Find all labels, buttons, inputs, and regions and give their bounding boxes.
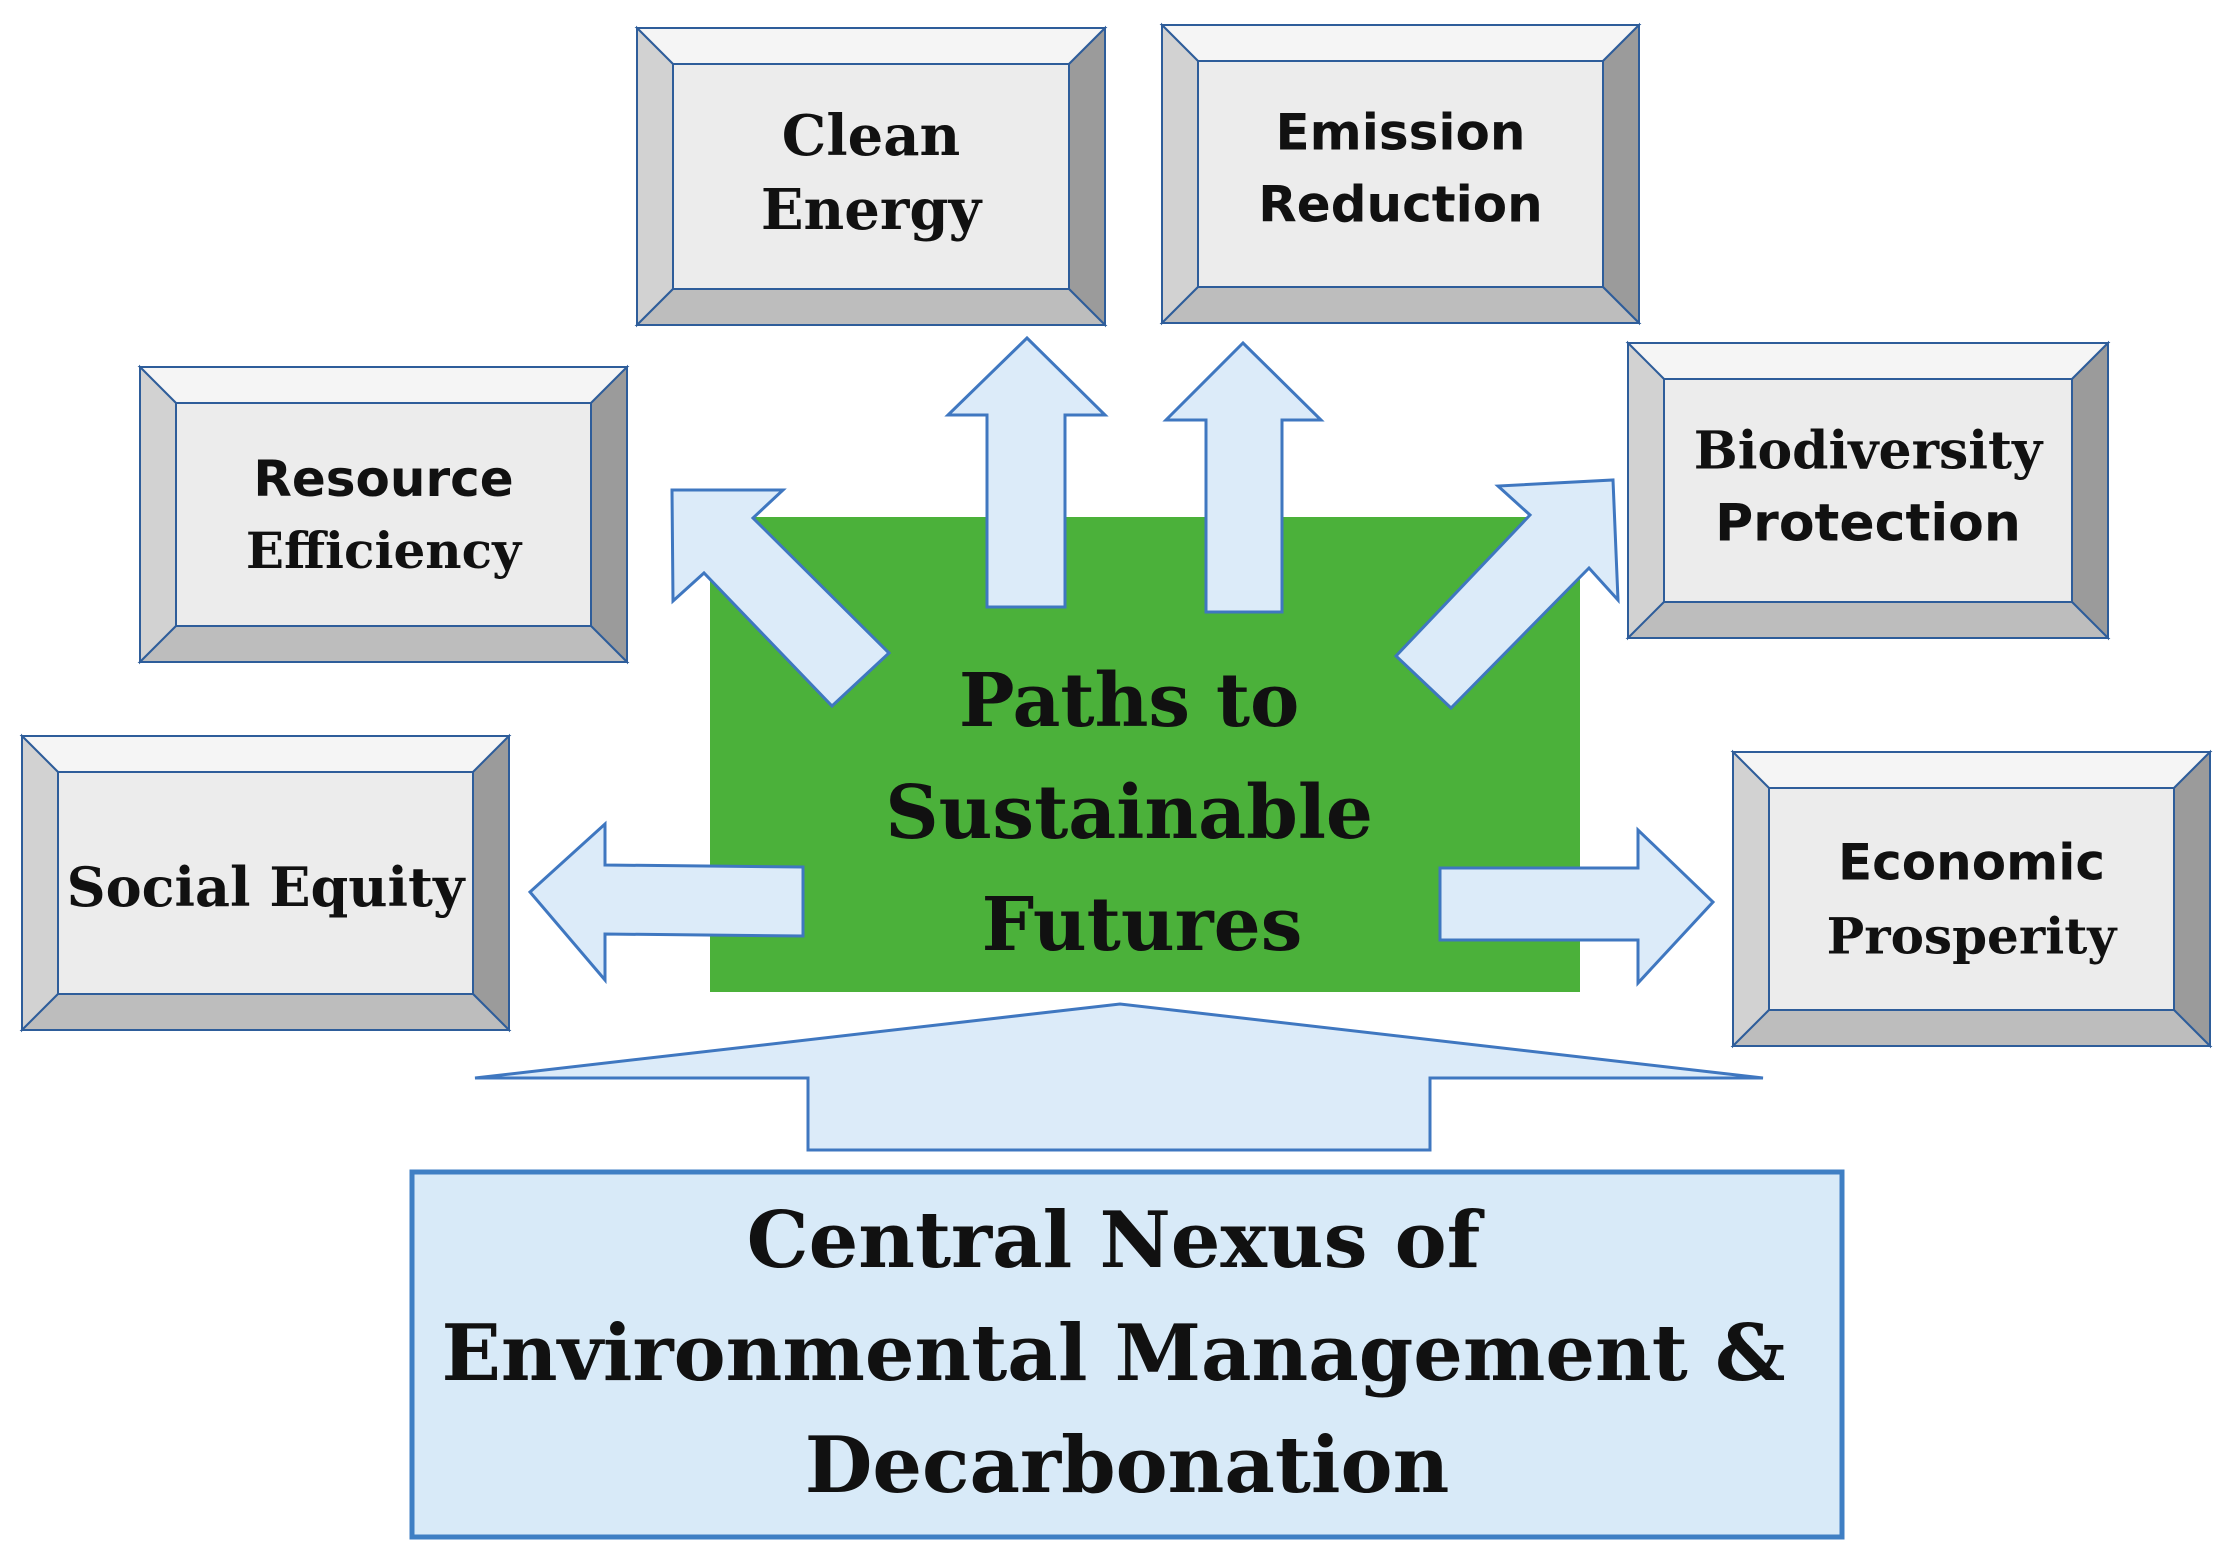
arrow-up-clean-energy: [944, 335, 1109, 609]
bevel-right: [590, 364, 628, 665]
arrow-nexus-up: [474, 1002, 1764, 1152]
box-face: [1197, 60, 1604, 288]
outcome-box-social-equity: Social Equity: [19, 733, 512, 1033]
center-title-line-2: Sustainable: [885, 770, 1373, 856]
outcome-label-line: Economic: [1838, 834, 2105, 892]
arrow-right-economic-prosperity: [1438, 826, 1716, 987]
outcome-label-line: Reduction: [1258, 176, 1542, 234]
bevel-left: [21, 733, 59, 1033]
arrow-left-social-equity: [527, 820, 805, 985]
arrow-diag-biodiversity-protection: [1393, 478, 1620, 711]
bevel-bottom: [137, 625, 630, 663]
bevel-right: [472, 733, 510, 1033]
central-nexus-box: [409, 1169, 1845, 1540]
bevel-bottom: [19, 993, 512, 1031]
bevel-bottom: [1730, 1009, 2213, 1047]
outcome-label-line: Biodiversity: [1694, 421, 2044, 482]
bevel-right: [2173, 749, 2211, 1049]
center-block: [710, 517, 1580, 992]
bevel-right: [1602, 22, 1640, 326]
bevel-left: [139, 364, 177, 665]
bevel-top: [634, 27, 1108, 65]
bevel-bottom: [1159, 286, 1642, 324]
box-face: [1768, 787, 2175, 1011]
box-face: [57, 771, 474, 995]
bevel-bottom: [634, 288, 1108, 326]
outcome-label-social-equity: Social Equity: [67, 855, 466, 919]
bevel-right: [1068, 25, 1106, 328]
bevel-top: [137, 366, 630, 404]
nexus-line-3: Decarbonation: [805, 1420, 1450, 1511]
bevel-left: [1732, 749, 1770, 1049]
outcome-label-line: Prosperity: [1827, 907, 2119, 966]
bevel-left: [1161, 22, 1199, 326]
center-title: Paths to Sustainable Futures: [885, 658, 1399, 968]
outcome-label-line: Social Equity: [67, 855, 466, 919]
center-title-line-3: Futures: [982, 882, 1303, 968]
box-face: [1663, 378, 2073, 603]
outcome-label-line: Energy: [761, 177, 983, 243]
outcome-label-line: Emission: [1276, 104, 1526, 162]
nexus-line-2: Environmental Management &: [441, 1308, 1785, 1399]
arrow-up-emission-reduction: [1162, 340, 1325, 614]
center-title-line-1: Paths to: [959, 658, 1300, 744]
outcome-label-line: Resource: [253, 450, 513, 508]
outcome-label-line: Protection: [1715, 494, 2021, 554]
bevel-right: [2071, 340, 2109, 641]
box-face: [175, 402, 592, 627]
outcome-label-line: Clean: [782, 103, 960, 169]
nexus-line-1: Central Nexus of: [747, 1195, 1485, 1286]
arrow-diag-resource-efficiency: [670, 488, 892, 709]
bevel-top: [1625, 342, 2111, 380]
bevel-left: [1627, 340, 1665, 641]
bevel-bottom: [1625, 601, 2111, 639]
bevel-top: [1730, 751, 2213, 789]
central-nexus-title: Central Nexus of Environmental Managemen…: [441, 1195, 1812, 1511]
bevel-top: [19, 735, 512, 773]
arrows-group: [474, 335, 1764, 1152]
outcome-label-line: Efficiency: [246, 521, 523, 580]
bevel-left: [636, 25, 674, 328]
box-face: [672, 63, 1070, 290]
bevel-top: [1159, 24, 1642, 62]
